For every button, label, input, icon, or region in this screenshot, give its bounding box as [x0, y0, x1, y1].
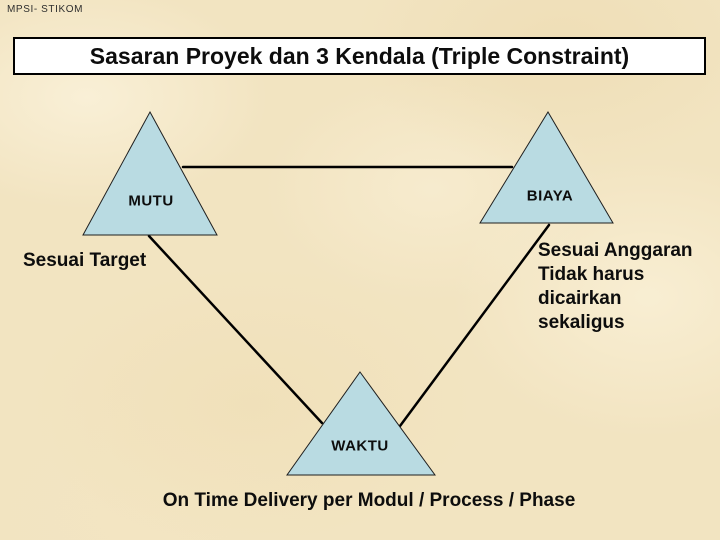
connector-mutu-waktu	[147, 234, 324, 425]
slide-title: Sasaran Proyek dan 3 Kendala (Triple Con…	[89, 42, 630, 69]
triangle-waktu	[286, 371, 436, 476]
note-mutu: Sesuai Target	[23, 250, 147, 271]
note-biaya-line: Tidak harus	[538, 264, 645, 285]
note-biaya-line: Sesuai Anggaran	[538, 240, 693, 261]
label-biaya: BIAYA	[526, 187, 574, 205]
slide-title-box: Sasaran Proyek dan 3 Kendala (Triple Con…	[13, 37, 706, 75]
label-waktu: WAKTU	[331, 437, 389, 455]
note-biaya-line: sekaligus	[538, 312, 625, 333]
watermark-text: MPSI- STIKOM	[7, 4, 84, 15]
connector-biaya-waktu	[398, 223, 551, 428]
note-waktu: On Time Delivery per Modul / Process / P…	[162, 490, 576, 511]
triangle-biaya	[479, 111, 614, 224]
note-biaya-line: dicairkan	[538, 288, 622, 309]
note-biaya: Sesuai Anggaran Tidak harus dicairkan se…	[538, 239, 693, 335]
label-mutu: MUTU	[128, 192, 174, 210]
triangle-mutu	[82, 110, 218, 236]
